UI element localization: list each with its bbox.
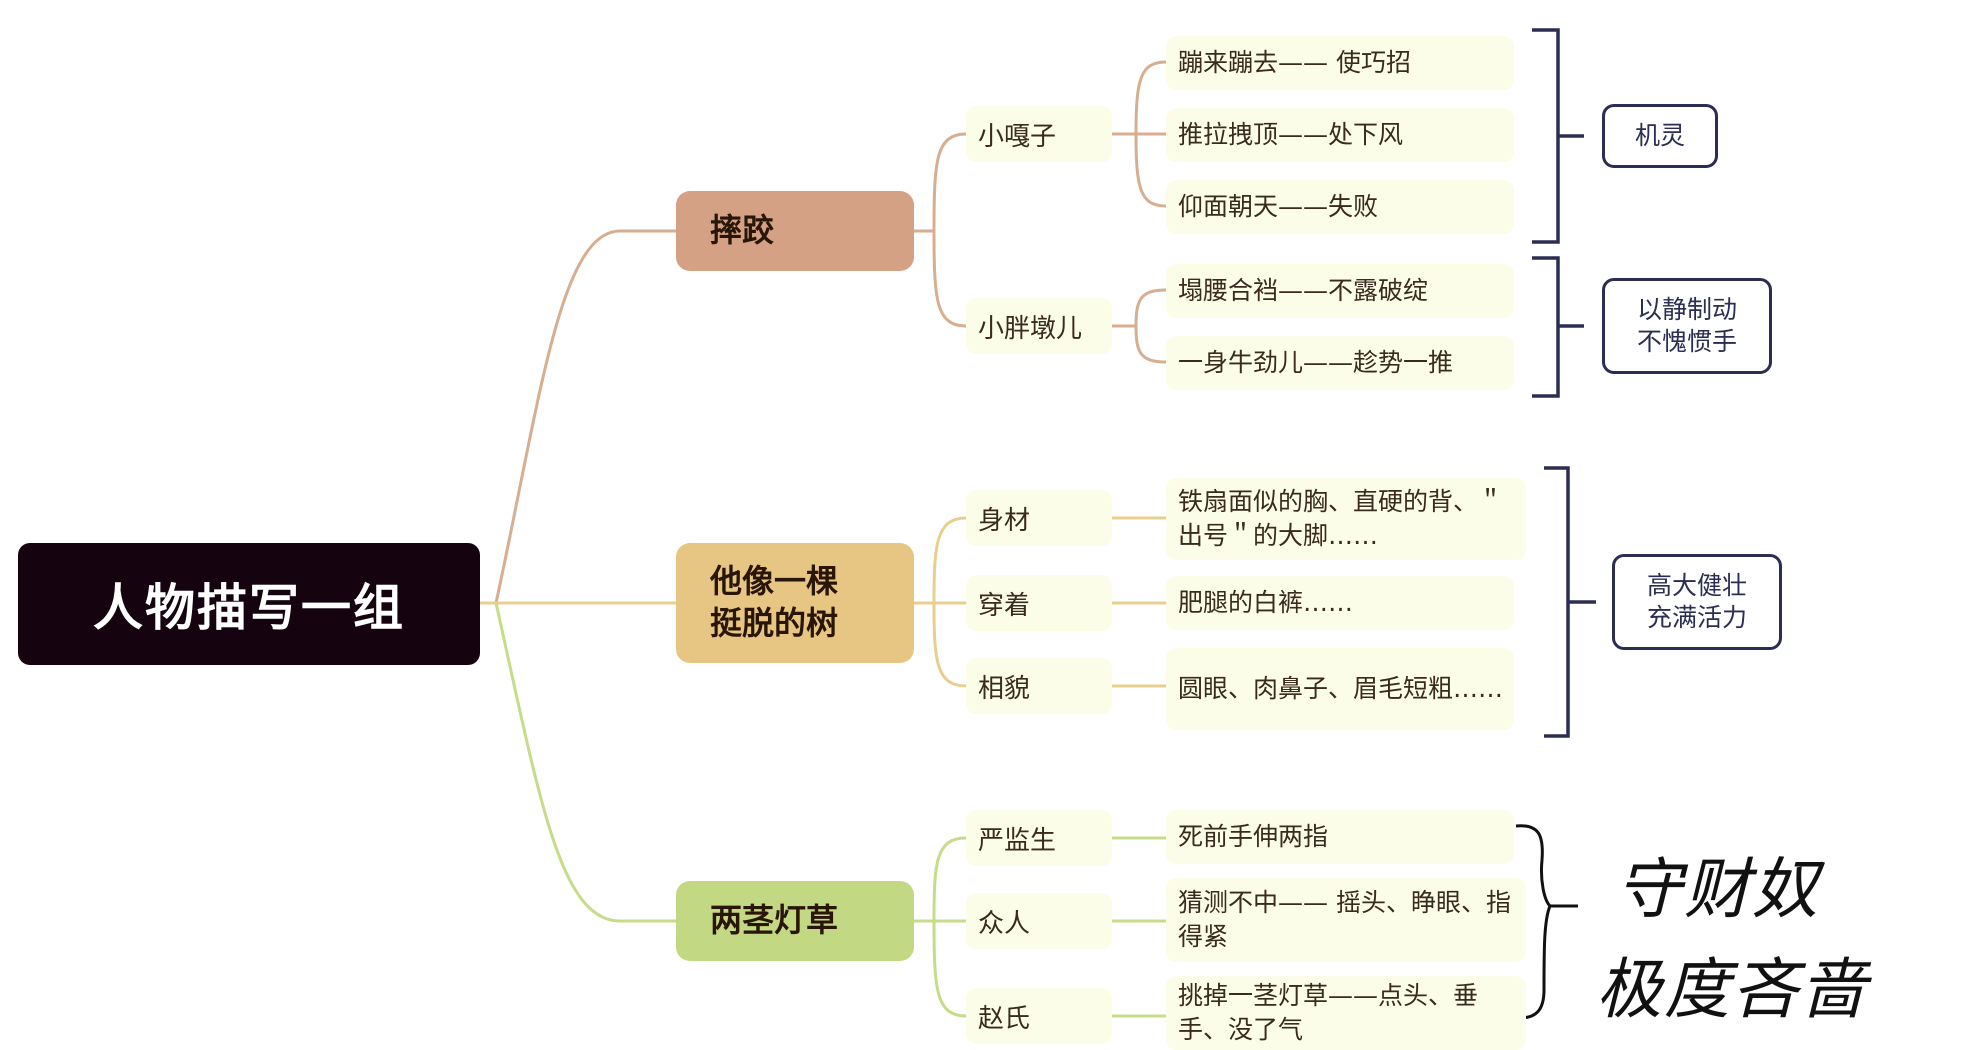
detail-node[interactable]: 死前手伸两指 bbox=[1166, 810, 1514, 864]
detail-node[interactable]: 铁扇面似的胸、直硬的背、＂出号＂的大脚…… bbox=[1166, 478, 1526, 560]
detail-label: 仰面朝天——失败 bbox=[1178, 192, 1379, 222]
link-branch-3-sub-3 bbox=[932, 920, 967, 1018]
handwritten-annotation-line-1: 守财奴 bbox=[1616, 851, 1820, 928]
subtopic-clothing[interactable]: 穿着 bbox=[966, 575, 1112, 631]
link-sub-1-leaf-3 bbox=[1134, 133, 1167, 208]
subtopic-crowd[interactable]: 众人 bbox=[966, 893, 1112, 949]
subtopic-label: 严监生 bbox=[978, 825, 1057, 856]
detail-node[interactable]: 一身牛劲儿——趁势一推 bbox=[1166, 336, 1514, 390]
summary-box-calm[interactable]: 以静制动 不愧惯手 bbox=[1602, 278, 1772, 374]
link-branch-2-sub-1 bbox=[914, 516, 967, 605]
subtopic-label: 穿着 bbox=[978, 590, 1031, 621]
subtopic-zhao-shi[interactable]: 赵氏 bbox=[966, 988, 1112, 1044]
branch-label: 他像一棵 挺脱的树 bbox=[710, 562, 839, 642]
subtopic-appearance[interactable]: 相貌 bbox=[966, 658, 1112, 714]
root-topic[interactable]: 人物描写一组 bbox=[18, 543, 480, 665]
bracket-3 bbox=[1544, 466, 1596, 738]
bracket-2 bbox=[1532, 256, 1584, 398]
subtopic-label: 小嘎子 bbox=[978, 121, 1057, 152]
link-root-branch-3 bbox=[494, 602, 676, 923]
detail-node[interactable]: 仰面朝天——失败 bbox=[1166, 180, 1514, 234]
branch-lamp-grass[interactable]: 两茎灯草 bbox=[676, 881, 914, 961]
root-topic-label: 人物描写一组 bbox=[93, 579, 405, 637]
detail-node[interactable]: 圆眼、肉鼻子、眉毛短粗…… bbox=[1166, 648, 1514, 730]
handwritten-annotation-line-2: 极度吝啬 bbox=[1596, 951, 1868, 1028]
summary-box-strong[interactable]: 高大健壮 充满活力 bbox=[1612, 554, 1782, 650]
link-sub-1-leaf-1 bbox=[1112, 60, 1167, 136]
hand-bracket bbox=[1515, 824, 1578, 1020]
subtopic-label: 众人 bbox=[978, 908, 1031, 939]
detail-label: 圆眼、肉鼻子、眉毛短粗…… bbox=[1178, 674, 1504, 704]
subtopic-xiaopangdun[interactable]: 小胖墩儿 bbox=[966, 298, 1112, 354]
detail-label: 猜测不中—— 摇头、睁眼、指得紧 bbox=[1178, 888, 1511, 951]
branch-wrestling[interactable]: 摔跤 bbox=[676, 191, 914, 271]
link-branch-2-sub-3 bbox=[932, 602, 967, 688]
link-sub-2-leaf-1 bbox=[1112, 288, 1167, 328]
detail-label: 塌腰合裆——不露破绽 bbox=[1178, 276, 1429, 306]
summary-box-clever[interactable]: 机灵 bbox=[1602, 104, 1718, 168]
summary-label: 高大健壮 充满活力 bbox=[1646, 570, 1747, 633]
summary-label: 以静制动 不愧惯手 bbox=[1636, 294, 1737, 357]
branch-label: 两茎灯草 bbox=[710, 901, 839, 940]
detail-node[interactable]: 蹦来蹦去—— 使巧招 bbox=[1166, 36, 1514, 90]
subtopic-label: 赵氏 bbox=[978, 1003, 1031, 1034]
detail-node[interactable]: 猜测不中—— 摇头、睁眼、指得紧 bbox=[1166, 878, 1526, 962]
detail-label: 一身牛劲儿——趁势一推 bbox=[1178, 348, 1454, 378]
link-branch-1-sub-1 bbox=[914, 132, 967, 233]
detail-node[interactable]: 推拉拽顶——处下风 bbox=[1166, 108, 1514, 162]
summary-label: 机灵 bbox=[1634, 120, 1685, 150]
detail-label: 挑掉一茎灯草——点头、垂手、没了气 bbox=[1178, 981, 1479, 1044]
bracket-1 bbox=[1532, 28, 1584, 244]
link-sub-2-leaf-2 bbox=[1134, 325, 1167, 364]
link-branch-3-sub-1 bbox=[914, 836, 967, 923]
branch-tree[interactable]: 他像一棵 挺脱的树 bbox=[676, 543, 914, 663]
subtopic-build[interactable]: 身材 bbox=[966, 490, 1112, 546]
detail-node[interactable]: 挑掉一茎灯草——点头、垂手、没了气 bbox=[1166, 976, 1526, 1050]
detail-label: 蹦来蹦去—— 使巧招 bbox=[1178, 48, 1411, 78]
link-branch-1-sub-2 bbox=[932, 230, 967, 328]
detail-label: 死前手伸两指 bbox=[1178, 822, 1329, 852]
subtopic-label: 身材 bbox=[978, 505, 1031, 536]
subtopic-xiaogazi[interactable]: 小嘎子 bbox=[966, 106, 1112, 162]
link-root-branch-1 bbox=[494, 229, 676, 604]
detail-label: 推拉拽顶——处下风 bbox=[1178, 120, 1404, 150]
detail-node[interactable]: 肥腿的白裤…… bbox=[1166, 576, 1514, 630]
detail-label: 肥腿的白裤…… bbox=[1178, 588, 1354, 618]
detail-node[interactable]: 塌腰合裆——不露破绽 bbox=[1166, 264, 1514, 318]
detail-label: 铁扇面似的胸、直硬的背、＂出号＂的大脚…… bbox=[1178, 487, 1504, 550]
branch-label: 摔跤 bbox=[710, 211, 775, 250]
subtopic-yan-jiansheng[interactable]: 严监生 bbox=[966, 810, 1112, 866]
subtopic-label: 相貌 bbox=[978, 673, 1031, 704]
subtopic-label: 小胖墩儿 bbox=[978, 313, 1083, 344]
